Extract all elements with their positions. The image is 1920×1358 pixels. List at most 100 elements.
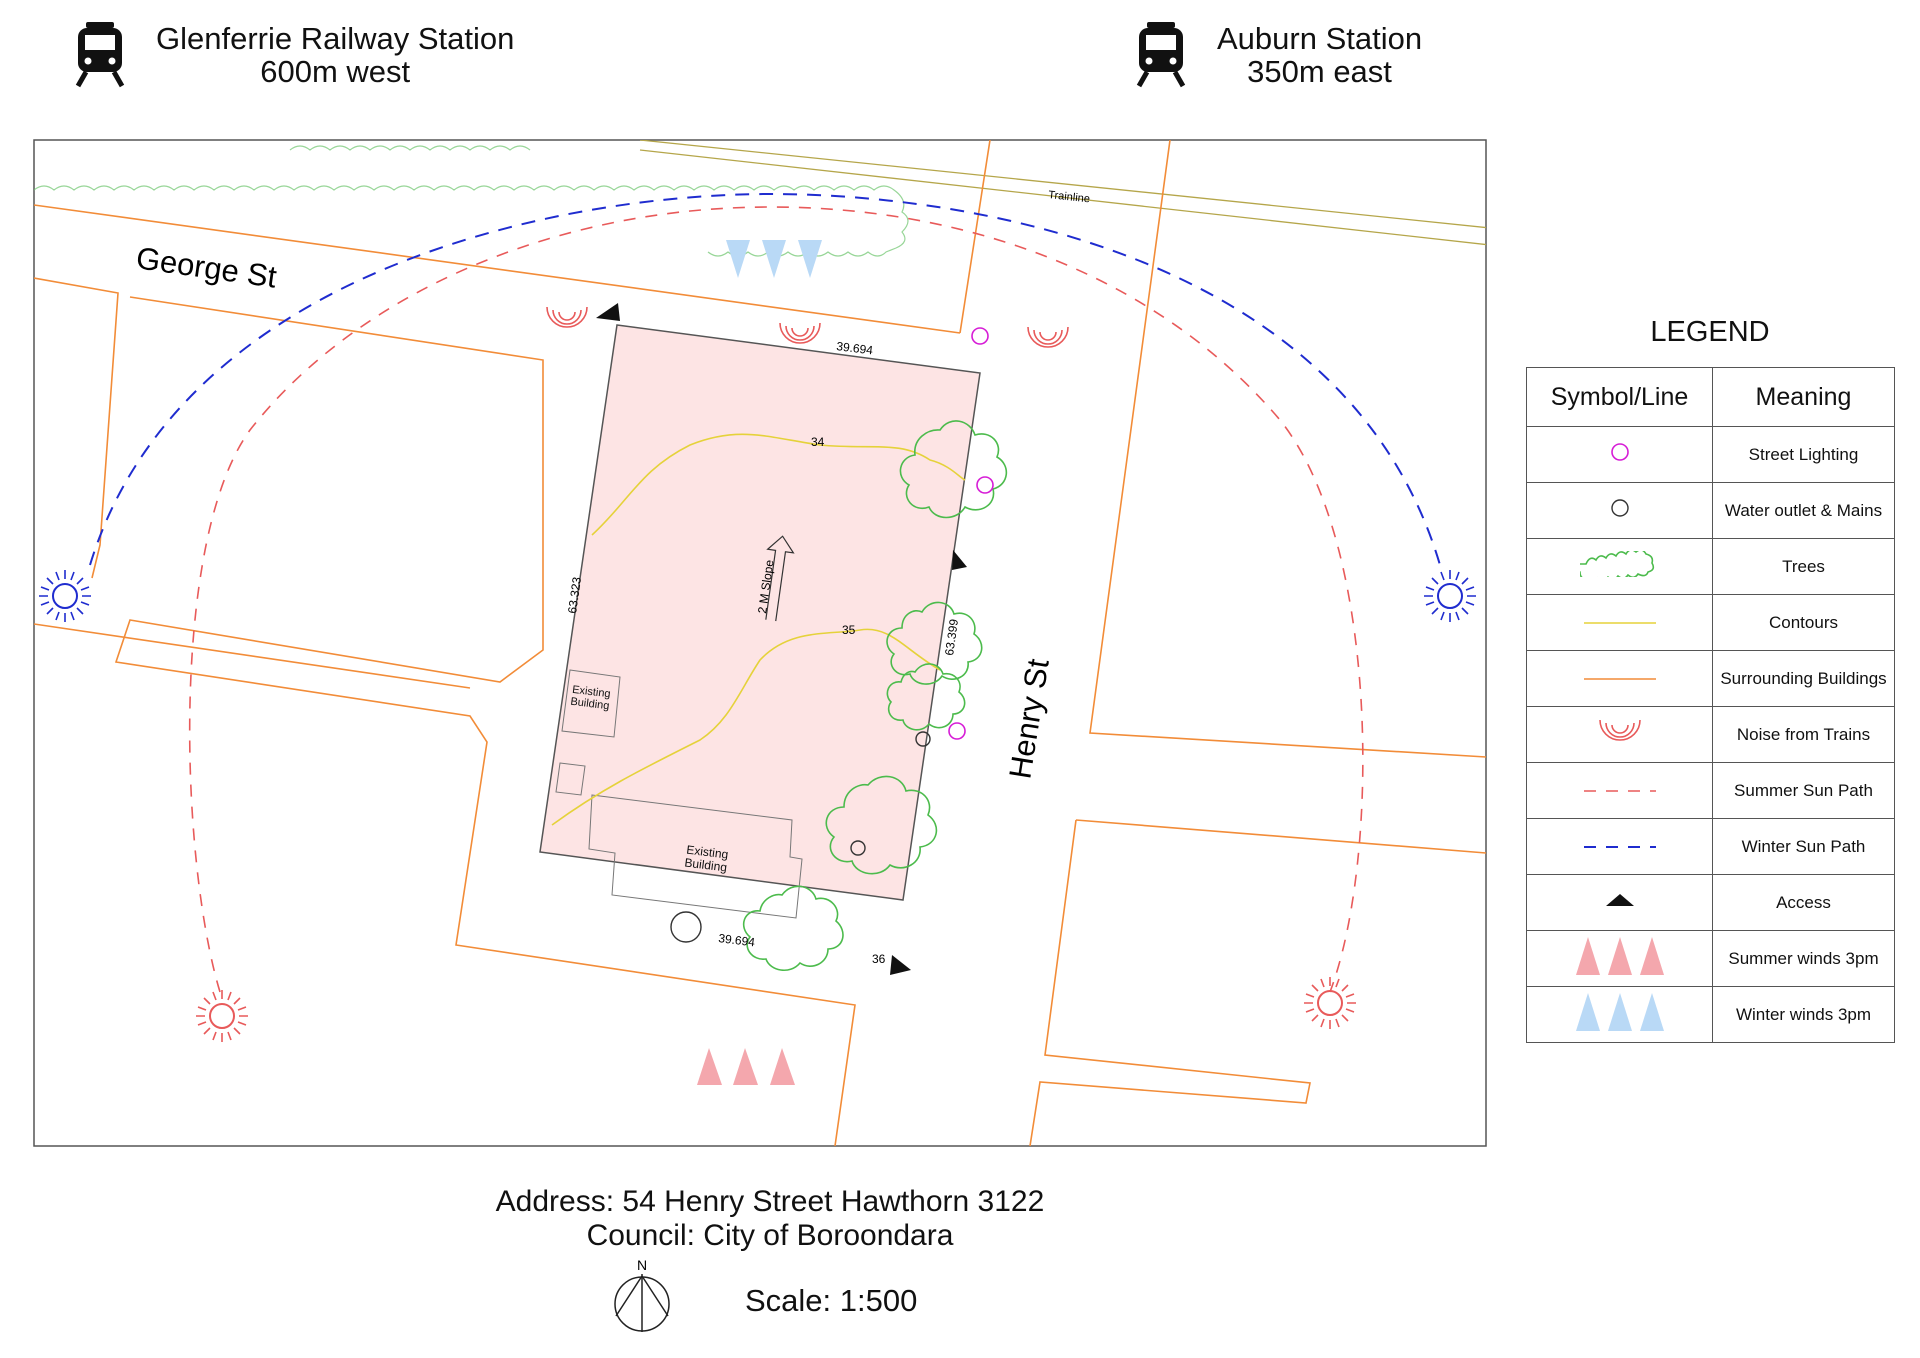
- legend-symbol: [1526, 818, 1713, 875]
- street-light-icon: [971, 327, 989, 345]
- station-glenferrie: Glenferrie Railway Station 600m west: [72, 20, 514, 90]
- water-outlets: [670, 731, 931, 943]
- legend-title: LEGEND: [1650, 316, 1770, 348]
- legend-symbol: [1526, 426, 1713, 483]
- street-light-icon: [1610, 443, 1629, 461]
- wind-triangle-icon: [798, 240, 822, 278]
- wind-triangle-icon: [762, 240, 786, 278]
- legend-symbol: [1526, 986, 1713, 1043]
- dimension-left: 63.323: [565, 576, 584, 615]
- legend-meaning: Summer Sun Path: [1712, 762, 1895, 819]
- legend-row: Summer winds 3pm: [1526, 930, 1895, 987]
- council-text: Council: City of Boroondara: [586, 1219, 954, 1252]
- street-light-icon: [976, 476, 994, 494]
- access-icon: [1605, 894, 1634, 906]
- street-lights: [948, 327, 994, 740]
- contour-35: [551, 628, 941, 826]
- wind-triangle-icon: [770, 1048, 795, 1085]
- summer-winds: [697, 1048, 795, 1085]
- water-outlet-icon: [915, 731, 931, 747]
- water-outlet-icon: [850, 840, 866, 856]
- tree-hedge: [34, 145, 909, 257]
- dimension-top: 39.694: [836, 339, 874, 357]
- water-outlet-icon: [1610, 499, 1629, 517]
- legend-row: Winter winds 3pm: [1526, 986, 1895, 1043]
- legend-row: Surrounding Buildings: [1526, 650, 1895, 707]
- winter-path-line-icon: [1583, 845, 1656, 848]
- legend-row: Contours: [1526, 594, 1895, 651]
- station-distance: 600m west: [260, 54, 411, 89]
- existing-building-small: [561, 669, 621, 738]
- legend-header-symbol: Symbol/Line: [1526, 367, 1713, 427]
- existing-building-small-label: Existing Building: [570, 684, 611, 713]
- legend-symbol: [1526, 538, 1713, 595]
- contour-label-34: 34: [811, 435, 825, 449]
- contour-34: [591, 433, 966, 536]
- tree-cloud-icon: [1574, 549, 1654, 582]
- station-name: Glenferrie Railway Station: [156, 21, 515, 56]
- wind-triangle-icon: [697, 1048, 722, 1085]
- building-line-icon: [1583, 677, 1656, 680]
- legend-row: Summer Sun Path: [1526, 762, 1895, 819]
- legend-meaning: Trees: [1712, 538, 1895, 595]
- legend-meaning: Contours: [1712, 594, 1895, 651]
- access-markers: [596, 303, 967, 975]
- scale-text: Scale: 1:500: [745, 1283, 918, 1318]
- site-parcel: [539, 324, 981, 901]
- contour-label-36: 36: [872, 952, 886, 966]
- existing-building-large-label: Existing Building: [684, 843, 729, 875]
- legend-header-meaning: Meaning: [1712, 367, 1895, 427]
- legend-row: Street Lighting: [1526, 426, 1895, 483]
- noise-icon: [1598, 719, 1641, 741]
- dimension-right: 63.399: [942, 618, 961, 657]
- address-text: Address: 54 Henry Street Hawthorn 3122: [495, 1185, 1045, 1218]
- legend-row: Trees: [1526, 538, 1895, 595]
- summer-wind-icon: [1575, 937, 1664, 975]
- summer-path-line-icon: [1583, 789, 1656, 792]
- legend-header-row: Symbol/Line Meaning: [1526, 367, 1895, 427]
- legend-meaning: Summer winds 3pm: [1712, 930, 1895, 987]
- station-name: Auburn Station: [1217, 21, 1423, 56]
- trees: [742, 420, 1008, 971]
- station-label: Auburn Station 350m east: [1217, 22, 1422, 88]
- slope-arrow: [765, 535, 795, 622]
- surrounding-buildings: [34, 140, 1486, 1146]
- contour-line-icon: [1583, 621, 1656, 624]
- legend-symbol: [1526, 594, 1713, 651]
- legend-meaning: Street Lighting: [1712, 426, 1895, 483]
- dimension-bottom: 39.694: [718, 931, 756, 949]
- legend-meaning: Water outlet & Mains: [1712, 482, 1895, 539]
- legend-symbol: [1526, 930, 1713, 987]
- train-icon: [1136, 22, 1186, 88]
- legend-meaning: Access: [1712, 874, 1895, 931]
- legend-table: Symbol/Line Meaning Street Lighting Wate…: [1526, 367, 1895, 1043]
- legend-row: Water outlet & Mains: [1526, 482, 1895, 539]
- water-main-icon: [670, 911, 702, 943]
- existing-building-annex: [555, 762, 586, 796]
- legend-meaning: Winter winds 3pm: [1712, 986, 1895, 1043]
- legend-symbol: [1526, 482, 1713, 539]
- legend-row: Winter Sun Path: [1526, 818, 1895, 875]
- contour-label-35: 35: [842, 623, 856, 637]
- existing-building-large: [588, 794, 803, 919]
- legend-row: Noise from Trains: [1526, 706, 1895, 763]
- access-icon: [952, 550, 967, 570]
- wind-triangle-icon: [733, 1048, 758, 1085]
- legend-symbol: [1526, 762, 1713, 819]
- wind-triangle-icon: [726, 240, 750, 278]
- station-distance: 350m east: [1247, 54, 1392, 89]
- winter-winds: [726, 240, 822, 278]
- legend-meaning: Winter Sun Path: [1712, 818, 1895, 875]
- legend-meaning: Noise from Trains: [1712, 706, 1895, 763]
- trainline: [639, 140, 1486, 246]
- access-icon: [596, 303, 620, 321]
- street-light-icon: [948, 722, 966, 740]
- legend-row: Access: [1526, 874, 1895, 931]
- legend-symbol: [1526, 874, 1713, 931]
- station-label: Glenferrie Railway Station 600m west: [156, 22, 514, 88]
- station-auburn: Auburn Station 350m east: [1133, 20, 1422, 90]
- north-arrow-icon: N: [614, 1258, 670, 1332]
- north-label: N: [637, 1258, 647, 1273]
- footer: Address: 54 Henry Street Hawthorn 3122 C…: [470, 1185, 1070, 1253]
